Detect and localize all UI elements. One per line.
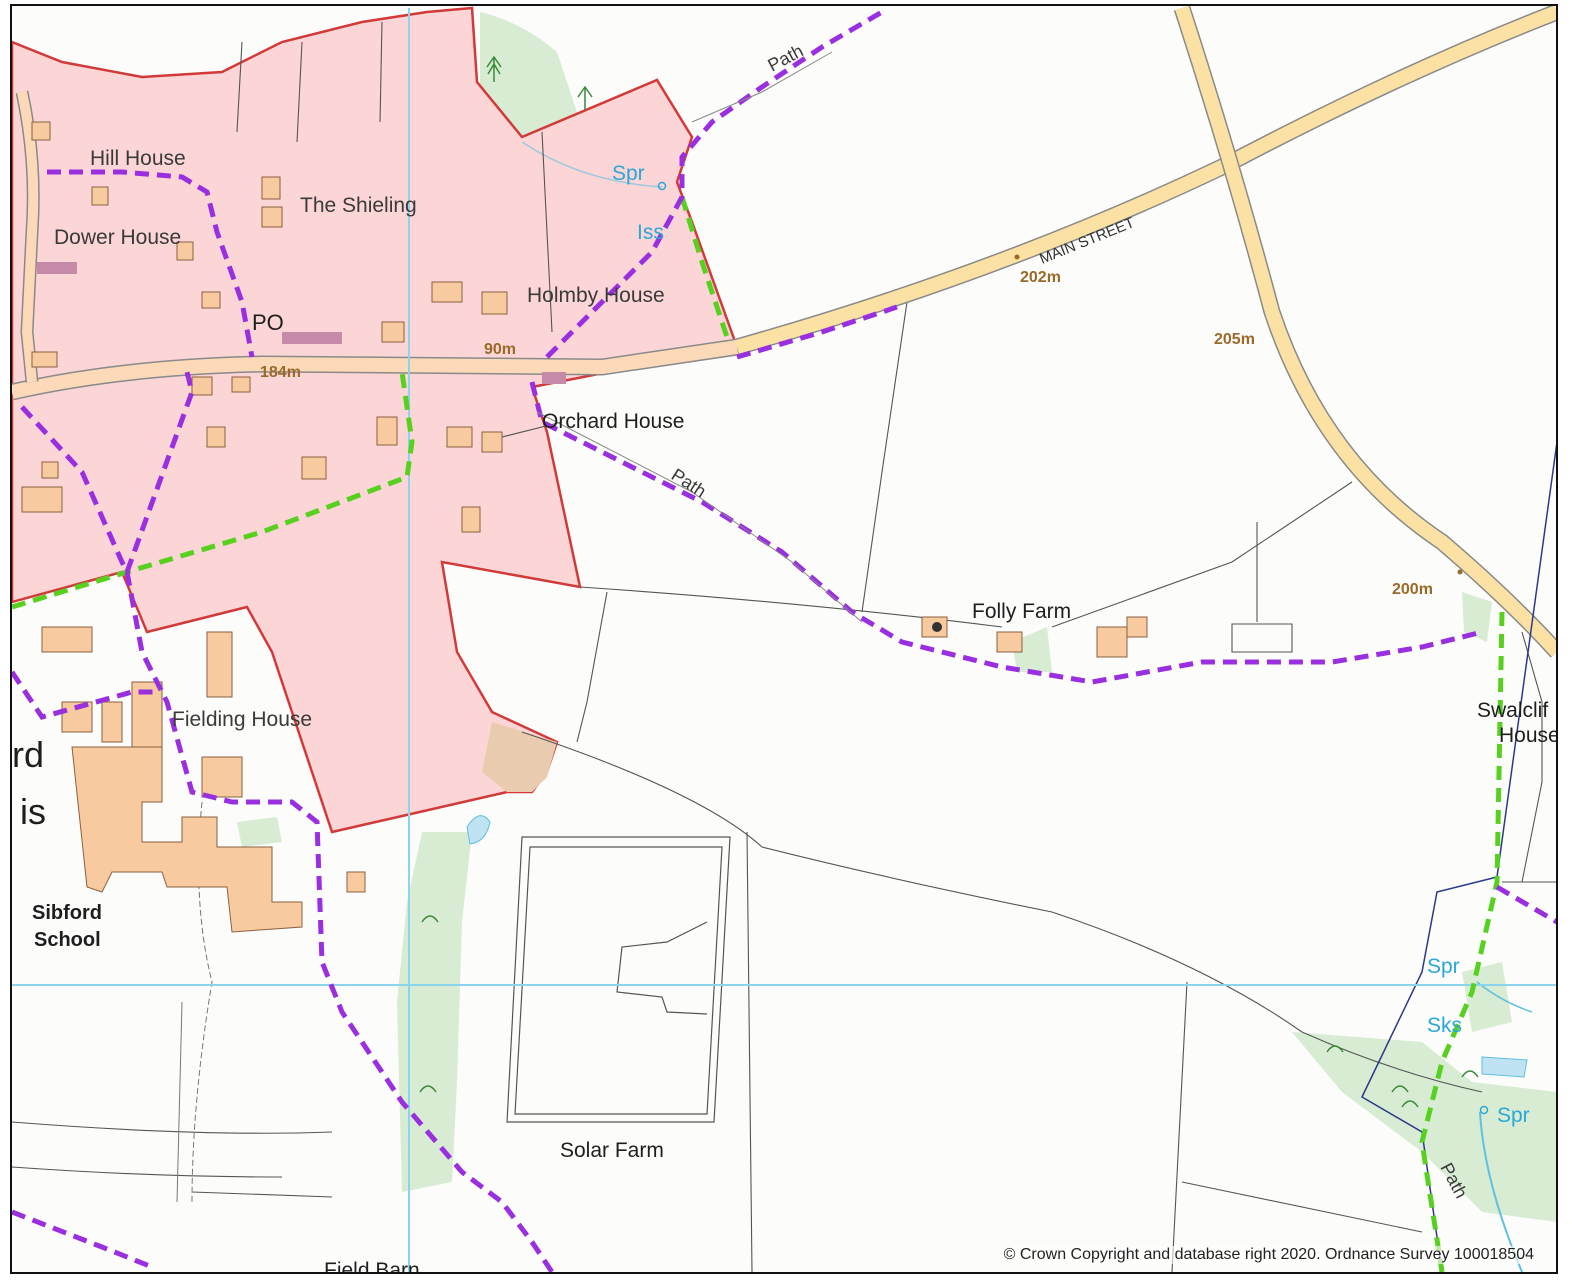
label-sks: Sks: [1427, 1014, 1462, 1037]
label-folly-farm: Folly Farm: [972, 600, 1071, 623]
label-school: School: [34, 929, 101, 951]
footpath-1: [12, 371, 415, 610]
bridleway-5: [545, 9, 884, 359]
woodland-swalcliffe: [1462, 592, 1492, 642]
pond-right: [1481, 1056, 1528, 1078]
woodland-school: [237, 817, 282, 847]
bridleway-6: [529, 381, 1483, 685]
sandy-patch: [482, 722, 557, 792]
label-solar-farm: Solar Farm: [560, 1139, 664, 1162]
label-sibford: Sibford: [32, 902, 102, 924]
footpath-3: [1419, 611, 1505, 1272]
spot-height-90: 90m: [484, 341, 516, 358]
water-labels: Spr Iss Spr Sks Spr: [612, 162, 1530, 1127]
copyright-notice: © Crown Copyright and database right 202…: [1003, 1246, 1534, 1264]
pond-left: [466, 815, 491, 845]
woodland-right-upper: [1462, 962, 1512, 1032]
label-partial-is: is: [20, 791, 46, 832]
label-po: PO: [252, 310, 284, 335]
spot-height-dot-1: [1014, 254, 1020, 260]
roads: [12, 6, 1556, 1203]
label-the-shieling: The Shieling: [300, 194, 417, 217]
woodland-top: [480, 12, 577, 137]
stream-top: [521, 141, 663, 188]
label-swalcliffe-1: Swalclif: [1477, 699, 1548, 722]
spot-height-202: 202m: [1020, 269, 1061, 286]
label-field-barn: Field Barn: [324, 1259, 420, 1274]
tree-icons: [419, 55, 1479, 1108]
bridleway-2: [20, 371, 195, 579]
spot-height-labels: 184m 90m 202m 205m 200m: [260, 269, 1433, 598]
label-spr-right-1: Spr: [1427, 955, 1460, 978]
spot-height-205: 205m: [1214, 331, 1255, 348]
folly-farm-marker[interactable]: [932, 622, 942, 632]
conifer-icon: [577, 85, 593, 110]
road-north-south: [1173, 6, 1556, 658]
woodland-strip: [397, 832, 472, 1192]
track-field: [176, 1001, 183, 1203]
label-partial-rd: rd: [12, 734, 44, 775]
label-holmby-house: Holmby House: [527, 284, 665, 307]
bridleway-9: [1495, 884, 1556, 925]
label-dower-house: Dower House: [54, 226, 181, 249]
conservation-area: [12, 6, 739, 834]
conifer-icon: [486, 55, 502, 82]
path-edges: [536, 51, 863, 623]
map-frame[interactable]: Hill House The Shieling Dower House Holm…: [10, 4, 1558, 1274]
track-school: [191, 801, 213, 1203]
bridleway-4: [12, 670, 157, 720]
spring-marker-top: [657, 181, 667, 191]
place-labels: Hill House The Shieling Dower House Holm…: [12, 147, 1558, 1274]
footpaths: [12, 196, 1505, 1272]
label-fielding-house: Fielding House: [172, 708, 312, 731]
label-spr-top: Spr: [612, 162, 645, 185]
spring-marker-right: [1479, 1105, 1489, 1115]
spot-height-184: 184m: [260, 364, 301, 381]
deciduous-icon: [419, 915, 1479, 1108]
label-iss: Iss: [637, 221, 664, 244]
label-orchard-house: Orchard House: [542, 410, 684, 433]
label-swalcliffe-2: House: [1499, 724, 1558, 747]
bridleway-7: [736, 304, 898, 360]
grid-lines: [12, 8, 1556, 1272]
spot-height-200: 200m: [1392, 581, 1433, 598]
buildings: [21, 121, 1148, 933]
spot-height-dot-2: [1457, 569, 1463, 575]
bridleway-8: [12, 1209, 153, 1270]
post-office-buildings: [37, 262, 566, 384]
solar-farm-enclosure: [506, 836, 731, 1123]
bridleway-3: [124, 571, 555, 1272]
label-spr-right-2: Spr: [1497, 1104, 1530, 1127]
map-canvas[interactable]: Hill House The Shieling Dower House Holm…: [12, 6, 1558, 1274]
label-hill-house: Hill House: [90, 147, 186, 170]
footpath-2: [679, 196, 730, 338]
bridleways: [12, 9, 1556, 1272]
bridleway-1: [47, 169, 255, 358]
